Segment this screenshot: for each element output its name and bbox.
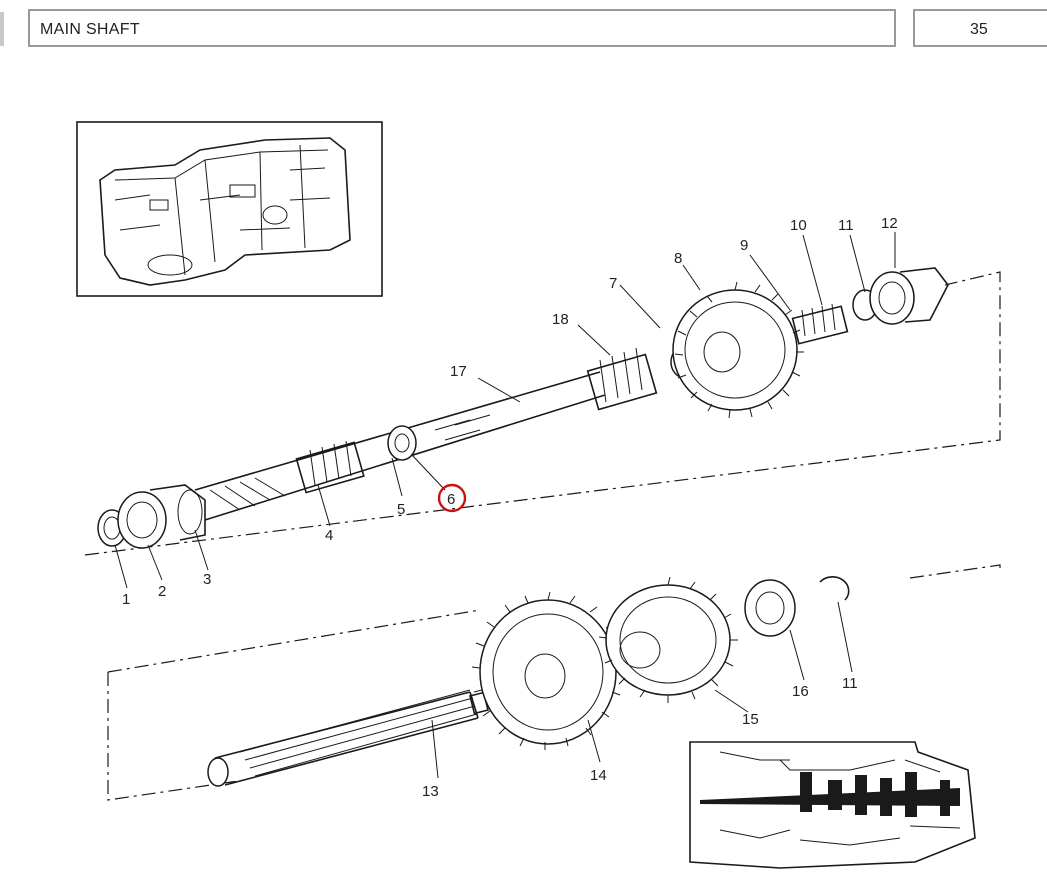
gear-cluster-lower (471, 576, 850, 750)
gearbox-section-inset (689, 741, 976, 869)
callout-18: 18 (552, 311, 569, 328)
leader-lines (114, 232, 896, 779)
page-title: MAIN SHAFT (40, 21, 140, 38)
callout-14: 14 (590, 767, 607, 784)
title-bar: MAIN SHAFT (28, 9, 896, 47)
callout-15: 15 (742, 711, 759, 728)
callout-5: 5 (397, 501, 405, 518)
callout-2: 2 (158, 583, 166, 600)
callout-11-lower: 11 (842, 675, 858, 692)
callout-6: 6 (447, 491, 455, 508)
callout-11-upper: 11 (838, 217, 854, 234)
callout-9: 9 (740, 237, 748, 254)
highlight-circle (437, 483, 467, 513)
callout-17: 17 (450, 363, 467, 380)
main-shaft-upper (194, 371, 606, 521)
callout-7: 7 (609, 275, 617, 292)
countershaft-lower (207, 689, 489, 787)
callout-12: 12 (881, 215, 898, 232)
exploded-parts-diagram: 1 2 3 4 5 6 7 8 9 10 11 12 13 14 15 16 1… (0, 60, 1047, 884)
callout-1: 1 (122, 591, 130, 608)
left-edge-marker (0, 12, 4, 46)
page-number: 35 (970, 21, 988, 38)
callout-4: 4 (325, 527, 333, 544)
callout-8: 8 (674, 250, 682, 267)
callout-3: 3 (203, 571, 211, 588)
callout-10: 10 (790, 217, 807, 234)
callout-13: 13 (422, 783, 439, 800)
bearing-assembly-left (97, 484, 206, 549)
housing-inset (76, 121, 383, 297)
gear-cluster-upper (586, 267, 949, 419)
page-number-box: 35 (913, 9, 1047, 47)
callout-16: 16 (792, 683, 809, 700)
